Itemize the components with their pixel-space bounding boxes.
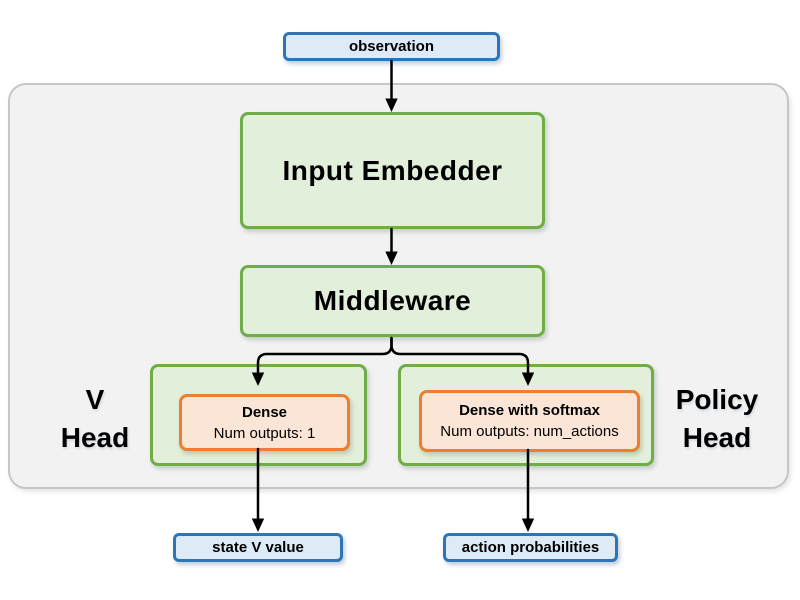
v-dense-subtitle: Num outputs: 1 xyxy=(213,424,316,442)
policy-dense-node: Dense with softmax Num outputs: num_acti… xyxy=(419,390,640,452)
observation-label: observation xyxy=(348,38,435,55)
observation-node: observation xyxy=(283,32,500,61)
policy-dense-subtitle: Num outputs: num_actions xyxy=(440,423,619,440)
action-probabilities-label: action probabilities xyxy=(461,539,600,556)
action-probabilities-node: action probabilities xyxy=(443,533,618,562)
input-embedder-node: Input Embedder xyxy=(240,112,545,229)
state-v-value-node: state V value xyxy=(173,533,343,562)
v-head-label: V Head xyxy=(30,381,160,457)
policy-head-label-line1: Policy xyxy=(675,384,759,415)
v-dense-title: Dense xyxy=(241,403,288,421)
v-head-label-line1: V xyxy=(85,384,105,415)
middleware-label: Middleware xyxy=(313,285,472,316)
input-embedder-label: Input Embedder xyxy=(282,154,503,186)
v-dense-node: Dense Num outputs: 1 xyxy=(179,394,350,451)
middleware-node: Middleware xyxy=(240,265,545,337)
policy-dense-title: Dense with softmax xyxy=(459,402,600,419)
policy-head-label-line2: Head xyxy=(682,422,752,453)
v-head-group: Dense Num outputs: 1 xyxy=(150,364,367,466)
state-v-value-label: state V value xyxy=(212,539,304,556)
policy-head-label: Policy Head xyxy=(652,381,782,457)
policy-head-group: Dense with softmax Num outputs: num_acti… xyxy=(398,364,654,466)
v-head-label-line2: Head xyxy=(60,422,130,453)
